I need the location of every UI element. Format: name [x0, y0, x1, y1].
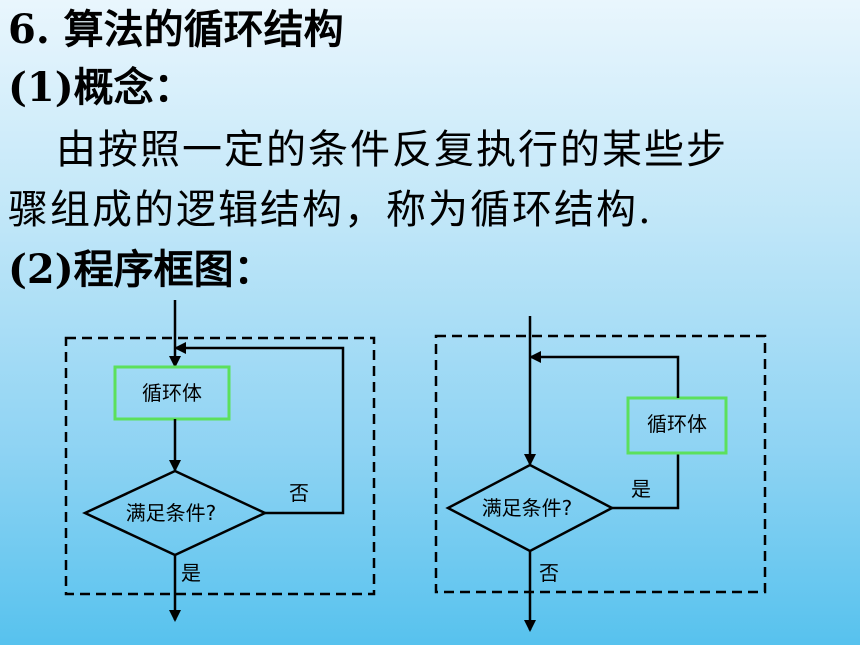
left-no-label: 否	[289, 481, 309, 505]
right-yes-label: 是	[631, 477, 651, 501]
concept-text-line-1: 由按照一定的条件反复执行的某些步	[56, 127, 728, 173]
right-loop-back-line	[529, 351, 680, 398]
left-yes-label: 是	[181, 561, 201, 585]
concept-text-line-2: 骤组成的逻辑结构，称为循环结构.	[8, 187, 653, 233]
concept-heading: (1)概念：	[8, 64, 194, 111]
left-dashed-frame	[64, 336, 376, 596]
right-loop-body-label: 循环体	[647, 412, 707, 436]
right-no-label: 否	[539, 561, 559, 585]
right-yes-line	[612, 453, 680, 510]
left-loop-body-box	[113, 365, 231, 421]
diagram-heading: (2)程序框图：	[8, 246, 274, 293]
flowchart-left: 循环体 满足条件? 否 是	[64, 300, 376, 622]
section-heading: 6. 算法的循环结构	[8, 6, 344, 53]
left-loop-body-label: 循环体	[142, 381, 202, 405]
flowchart-right: 满足条件? 是 循环体 否	[434, 316, 767, 632]
left-no-loop-back-line	[174, 342, 345, 515]
right-condition-label: 满足条件?	[482, 496, 573, 520]
right-dashed-frame	[434, 334, 767, 594]
left-condition-label: 满足条件?	[126, 501, 217, 525]
